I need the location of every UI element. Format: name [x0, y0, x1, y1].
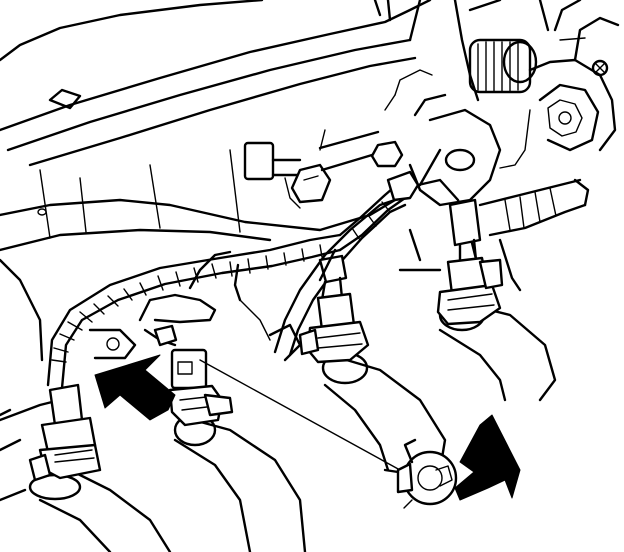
fuel-injector-3 [298, 292, 370, 364]
fuel-injector-2 [168, 348, 234, 427]
callout-arrow-left [94, 354, 176, 421]
fuel-injector-4 [436, 256, 504, 326]
timing-pulley-assembly [453, 0, 620, 169]
wiring-harness [46, 170, 482, 390]
cylinder-head-cover [0, 0, 442, 252]
fuel-injector-1 [28, 383, 102, 482]
throttle-bracket [243, 69, 502, 209]
removed-vacuum-valve [199, 359, 458, 509]
callout-arrow-right [454, 414, 521, 501]
